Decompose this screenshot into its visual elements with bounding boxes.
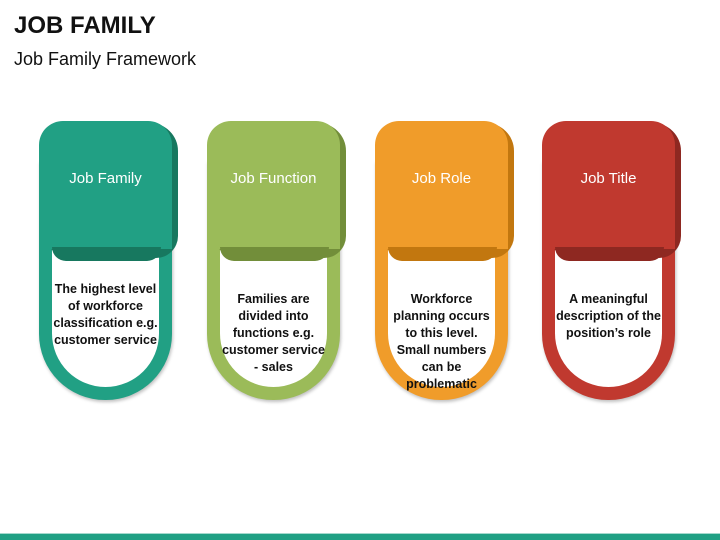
card-title: Job Role xyxy=(411,169,472,187)
card-title: Job Family xyxy=(69,169,142,187)
card-job-title: Job Title A meaningful description of th… xyxy=(542,121,682,401)
card-header: Job Role xyxy=(375,121,508,249)
card-job-function: Job Function Families are divided into f… xyxy=(207,121,347,401)
card-header: Job Family xyxy=(39,121,172,249)
card-description: The highest level of workforce classific… xyxy=(53,282,158,347)
card-header: Job Function xyxy=(207,121,340,249)
card-title: Job Function xyxy=(230,169,317,187)
card-header-lip xyxy=(388,247,497,261)
card-job-role: Job Role Workforce planning occurs to th… xyxy=(375,121,515,401)
footer-line xyxy=(0,533,720,534)
page-subtitle: Job Family Framework xyxy=(14,49,197,69)
card-header-lip xyxy=(220,247,329,261)
card-description: Families are divided into functions e.g.… xyxy=(222,292,325,374)
page-title: JOB FAMILY xyxy=(14,12,156,39)
card-title: Job Title xyxy=(580,169,637,187)
card-header: Job Title xyxy=(542,121,675,249)
card-job-family: Job Family The highest level of workforc… xyxy=(39,121,179,401)
card-description: A meaningful description of the position… xyxy=(556,292,661,340)
card-header-lip xyxy=(52,247,161,261)
card-description: Workforce planning occurs to this level.… xyxy=(393,292,490,391)
card-header-lip xyxy=(555,247,664,261)
footer-bar xyxy=(0,534,720,540)
